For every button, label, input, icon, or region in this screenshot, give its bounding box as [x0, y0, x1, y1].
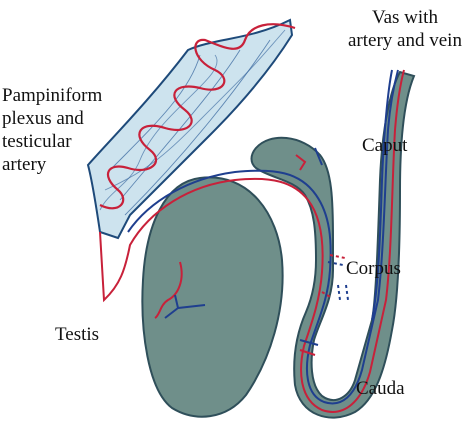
testis-body [141, 176, 284, 418]
plexus-vein-2 [119, 49, 241, 201]
vas-label: Vas with artery and vein [348, 6, 462, 52]
plexus-vein-1 [109, 54, 201, 171]
vas-inner-vein [371, 69, 393, 321]
corpus-label: Corpus [346, 258, 401, 279]
corpus-dash-5 [321, 291, 333, 299]
vas-vein-line [127, 69, 399, 405]
plexus-vein-4 [99, 54, 218, 211]
vas-label-line-2: artery and vein [348, 30, 462, 51]
caput-vessel-red [295, 154, 307, 171]
vas-label-line-1: Vas with [371, 7, 438, 28]
corpus-dash-3 [337, 284, 341, 301]
pampiniform-label: Pampiniform plexus and testicular artery [2, 84, 102, 176]
testis-vein-branch [164, 294, 206, 319]
corpus-dash-2 [327, 261, 344, 266]
testis-label: Testis [55, 324, 100, 345]
pampiniform-label-line-2: plexus and [2, 108, 84, 129]
cauda-label: Cauda [356, 378, 405, 399]
testis-artery-branch [154, 261, 183, 319]
cauda-vessel-blue [299, 339, 319, 346]
caput-label: Caput [362, 135, 408, 156]
pampiniform-label-line-1: Pampiniform [2, 85, 103, 106]
corpus-dash-4 [345, 284, 349, 301]
pampiniform-label-line-4: artery [2, 154, 47, 175]
epididymis [250, 70, 416, 419]
plexus-vein-3 [124, 39, 271, 216]
pampiniform-plexus [86, 18, 294, 240]
caput-vessel-blue [314, 147, 323, 166]
vas-artery-line [99, 69, 405, 413]
pampiniform-label-line-3: testicular [2, 131, 72, 152]
corpus-dash-1 [329, 254, 346, 259]
testicular-artery-coil [99, 23, 296, 210]
cauda-vessel-red [299, 349, 316, 356]
